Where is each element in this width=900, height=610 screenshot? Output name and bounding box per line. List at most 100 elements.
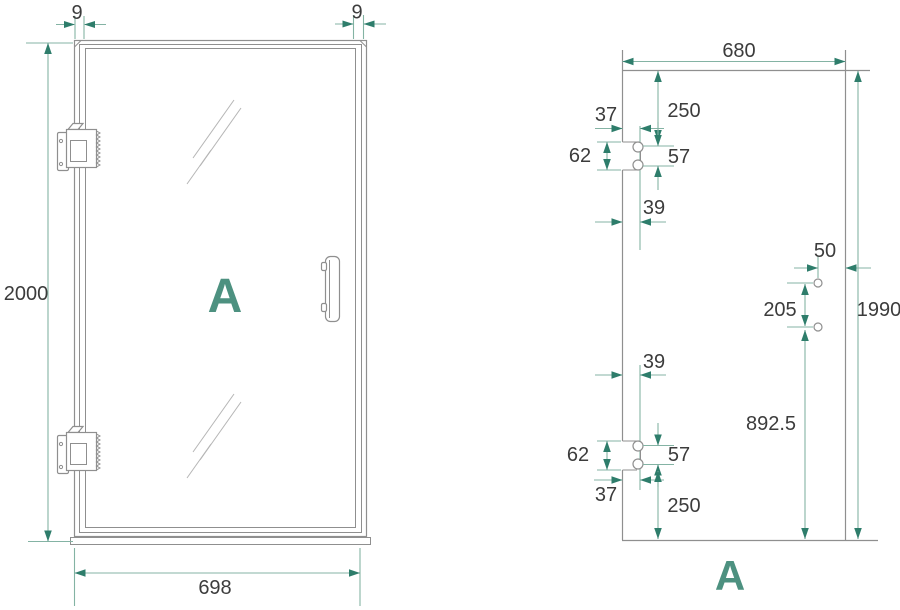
dim-frame-9-right: 9 [335, 2, 386, 39]
hinge-cutout-top [622, 141, 644, 171]
arrowhead [611, 476, 623, 484]
arrowhead [603, 441, 611, 452]
hinge-tab [66, 122, 85, 131]
handle-foot-bottom [320, 302, 328, 313]
arrowhead [640, 476, 651, 484]
glass-reflection-hatch-top [186, 99, 242, 185]
bevel-top-right [359, 40, 367, 48]
dim-hinge-top-inset-37: 37 [595, 104, 664, 133]
arrowhead [654, 528, 662, 539]
frame-mid [79, 44, 362, 533]
hinge-hole [632, 141, 644, 153]
hinge-serration [95, 130, 102, 168]
arrowhead [622, 57, 634, 66]
dim-handle-holes-205: 205 [763, 284, 809, 326]
arrowhead [44, 530, 52, 542]
dim-label: 1990 [857, 299, 900, 321]
hinge-hole [632, 159, 644, 171]
bottom-sill [70, 537, 371, 545]
arrowhead [640, 218, 651, 226]
top-hinge-icon [56, 122, 102, 172]
dim-label: 62 [569, 145, 591, 167]
handle-bar [324, 255, 341, 323]
dim-panel-height-1990: 1990 [854, 71, 900, 539]
hinge-screw [58, 161, 64, 167]
dim-label: 37 [595, 484, 617, 506]
arrowhead [854, 528, 862, 539]
dim-label: 39 [643, 351, 665, 373]
dim-label: 2000 [4, 283, 49, 305]
arrowhead [74, 569, 86, 577]
hinge-hole [632, 440, 644, 452]
arrowhead [801, 315, 809, 326]
dim-label: 37 [595, 104, 617, 126]
arrowhead [349, 569, 360, 577]
arrowhead [845, 264, 857, 272]
arrowhead [611, 218, 623, 226]
dim-label: 39 [643, 197, 665, 219]
dim-top-to-hinge-250: 250 [654, 71, 701, 141]
bevel-top-left [74, 40, 82, 48]
dim-label: 250 [667, 100, 700, 122]
arrowhead [654, 166, 662, 177]
dim-handle-to-bottom-892-5: 892.5 [746, 330, 809, 539]
dim-label: 57 [668, 444, 690, 466]
bottom-hinge-icon [56, 425, 101, 475]
dim-door-height-2000: 2000 [4, 42, 73, 543]
panel-outline [621, 50, 878, 542]
glass-edge [85, 48, 356, 528]
dim-hinge-top-holes-57: 57 [643, 122, 690, 190]
dim-hinge-top-center-39: 39 [595, 197, 666, 226]
dim-label: 62 [567, 444, 589, 466]
arrowhead [807, 264, 818, 272]
glass-panel-view: 680 250 37 62 [567, 40, 900, 599]
door-elevation-view: A 9 9 2000 [4, 2, 386, 606]
panel-label: A [715, 552, 745, 599]
dim-hinge-bottom-inset-37: 37 [594, 476, 664, 506]
dim-hinge-top-height-62: 62 [569, 141, 621, 171]
arrowhead [84, 21, 95, 28]
dim-label: 9 [71, 2, 82, 24]
arrowhead [834, 57, 846, 66]
arrowhead [603, 159, 611, 170]
dim-label: 9 [351, 2, 362, 24]
door-handle-icon [320, 255, 341, 323]
arrowhead [363, 20, 375, 28]
dim-label: 50 [814, 240, 836, 262]
dim-label: 698 [198, 577, 231, 599]
dim-panel-width-680: 680 [622, 40, 846, 66]
arrowhead [603, 142, 611, 153]
handle-hole-top [813, 278, 823, 288]
arrowhead [64, 21, 75, 28]
dim-label: 680 [722, 40, 755, 62]
dim-bottom-to-hinge-250: 250 [654, 471, 701, 539]
frame-outer [73, 39, 368, 538]
glass-reflection-hatch-bottom [186, 393, 242, 479]
dim-label: 57 [668, 146, 690, 168]
hinge-screw [58, 138, 64, 144]
arrowhead [44, 43, 52, 54]
dim-label: 205 [763, 299, 796, 321]
dim-frame-9-left: 9 [56, 2, 106, 39]
arrowhead [611, 124, 623, 133]
door-label: A [208, 270, 243, 323]
dim-hinge-bottom-holes-57: 57 [643, 423, 690, 487]
arrowhead [640, 124, 651, 133]
arrowhead [801, 284, 809, 295]
handle-hole-bottom [813, 322, 823, 332]
hinge-cutout-bottom [622, 440, 644, 471]
arrowhead [854, 71, 862, 82]
arrowhead [654, 135, 662, 146]
arrowhead [640, 371, 651, 379]
dim-door-width-698: 698 [73, 548, 361, 606]
arrowhead [654, 434, 662, 446]
dim-hinge-bottom-height-62: 62 [567, 440, 621, 471]
hinge-slot [70, 140, 87, 162]
arrowhead [801, 528, 809, 539]
dim-label: 892.5 [746, 413, 796, 435]
hinge-hole [632, 458, 644, 470]
dim-handle-edge-50: 50 [794, 240, 871, 278]
arrowhead [654, 471, 662, 482]
arrowhead [603, 459, 611, 470]
